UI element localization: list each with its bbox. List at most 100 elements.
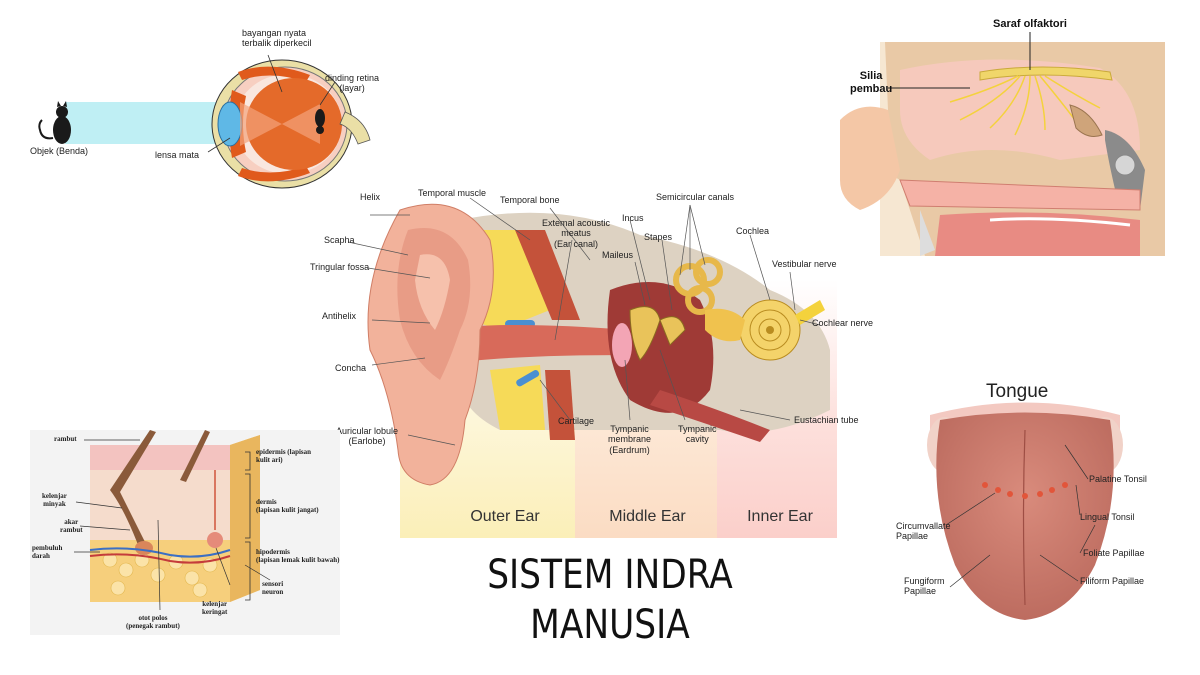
skin-illustration [30,430,340,635]
label-retina: dinding retina (layar) [325,73,379,94]
zone-outer-ear: Outer Ear [470,508,540,525]
inverted-image-icon [315,109,325,134]
label-kelenjar-keringat: kelenjar keringat [202,600,227,616]
label-dermis-line1: dermis [256,498,277,506]
zone-inner-ear: Inner Ear [747,508,813,525]
ear-illustration [347,197,837,538]
label-tympanic-membrane-line2: membrane [608,434,652,445]
page-title-line2: MANUSIA [530,602,690,648]
label-ear-canal: Extemal acoustic meatus (Ear canal) [542,218,610,249]
label-hipodermis-line2: (lapisan lemak kulit bawah) [256,556,340,565]
label-eustachian-tube: Eustachian tube [794,415,859,425]
label-kelenjar-minyak-line1: kelenjar [42,492,67,500]
label-vestibular-nerve: Vestibular nerve [772,259,837,269]
label-fungiform: Fungiform Papillae [904,576,945,597]
label-cilia-line1: Silia [859,70,883,82]
skin-diagram: rambut epidermis (lapisan kulit ari) kel… [30,430,340,635]
label-cochlear-nerve: Cochlear nerve [812,318,874,328]
label-image-line1: bayangan nyata [242,28,307,38]
label-tympanic-cavity-line1: Tympanic [678,424,717,434]
label-dermis: dermis (lapisan kulit jangat) [256,498,319,514]
label-object: Objek (Benda) [30,146,89,156]
label-ear-canal-line1: Extemal acoustic [542,218,611,228]
label-cilia-line2: pembau [850,82,893,95]
label-antihelix: Antihelix [322,311,357,321]
label-epidermis-line1: epidermis (lapisan [256,448,312,456]
label-sensori-neuron-line2: neuron [262,588,284,597]
tongue-diagram: Tongue Palatine Tonsil Lingual Tonsil Ci… [890,375,1160,640]
label-image-line2: terbalik diperkecil [242,38,312,49]
label-dermis-line2: (lapisan kulit jangat) [256,506,319,515]
label-stapes: Stapes [644,232,673,242]
label-kelenjar-keringat-line1: kelenjar [202,600,228,608]
nose-diagram: Saraf olfaktori Silia pembau [840,10,1170,260]
label-fungiform-line1: Fungiform [904,576,945,586]
label-ear-canal-line2: meatus [561,228,591,239]
ear-diagram: Helix Scapha Tringular fossa Antihelix C… [300,180,880,540]
label-tympanic-cavity: Tympanic cavity [678,424,717,445]
label-olfactory-nerve: Saraf olfaktori [993,18,1067,30]
label-triangular-fossa: Tringular fossa [310,262,370,272]
label-fungiform-line2: Papillae [904,586,937,597]
label-filiform-papillae: Filiform Papillae [1080,576,1145,586]
tongue-illustration [927,402,1123,620]
label-malleus: Maileus [602,250,634,260]
label-hipodermis-line1: hipodermis [256,548,290,556]
label-cilia: Silia pembau [850,70,892,95]
label-earlobe: Auricular lobule (Earlobe) [336,426,398,447]
label-earlobe-line2: (Earlobe) [348,436,386,447]
label-otot-polos-line2: (penegak rambut) [126,622,180,631]
label-ear-canal-line3: (Ear canal) [554,238,599,249]
label-retina-line1: dinding retina [325,73,380,83]
label-tympanic-membrane: Tympanic membrane (Eardrum) [608,424,651,455]
label-pembuluh-darah-line2: darah [32,552,50,561]
label-lingual-tonsil: Lingual Tonsil [1080,512,1135,522]
label-incus: Incus [622,213,644,223]
label-epidermis: epidermis (lapisan kulit ari) [256,448,311,464]
label-hipodermis: hipodermis (lapisan lemak kulit bawah) [256,548,339,564]
label-lens: lensa mata [155,150,200,160]
label-circumvallate-line1: Circumvallate [896,521,951,531]
label-kelenjar-minyak: kelenjar minyak [42,492,67,508]
label-otot-polos-line1: otot polos [138,614,168,622]
cat-icon [38,101,71,144]
label-concha: Concha [335,363,367,373]
label-pembuluh-darah-line1: pembuluh [32,544,63,552]
label-tympanic-membrane-line1: Tympanic [610,424,649,434]
label-image-type: bayangan nyata terbalik diperkecil [242,28,312,49]
label-circumvallate-line2: Papillae [896,531,929,542]
label-otot-polos: otot polos (penegak rambut) [126,614,180,630]
label-circumvallate: Circumvallate Papillae [896,521,951,542]
label-cartilage: Cartilage [558,416,595,426]
label-foliate-papillae: Foliate Papillae [1083,548,1145,558]
label-helix: Helix [360,192,381,202]
label-tympanic-cavity-line2: cavity [685,434,709,445]
tongue-title: Tongue [986,381,1049,402]
label-tympanic-membrane-line3: (Eardrum) [609,444,650,455]
eye-illustration [38,54,371,189]
label-epidermis-line2: kulit ari) [256,456,283,465]
label-pembuluh-darah: pembuluh darah [32,544,62,560]
label-akar-rambut-line2: rambut [60,526,83,535]
label-kelenjar-keringat-line2: keringat [202,608,228,617]
label-rambut: rambut [54,435,77,443]
label-temporal-bone: Temporal bone [500,195,560,205]
label-kelenjar-minyak-line2: minyak [43,500,66,509]
label-palatine-tonsil: Palatine Tonsil [1089,474,1147,484]
olfactory-nerve-strands [949,75,1101,136]
label-scapha: Scapha [324,235,355,245]
nose-illustration [840,32,1165,256]
label-temporal-muscle: Temporal muscle [418,188,487,198]
zone-middle-ear: Middle Ear [609,508,686,525]
label-akar-rambut: akar rambut [60,518,83,534]
label-cochlea: Cochlea [736,226,770,236]
page-title-line1: SISTEM INDRA [487,552,733,598]
label-retina-line2: (layar) [339,83,365,94]
eye-diagram: bayangan nyata terbalik diperkecil dindi… [20,20,390,195]
page-title: SISTEM INDRA MANUSIA [429,550,790,650]
label-sensori-neuron-line1: sensori [262,580,284,588]
label-sensori-neuron: sensori neuron [262,580,283,596]
label-semicircular-canals: Semicircular canals [656,192,735,202]
label-earlobe-line1: Auricular lobule [336,426,399,436]
label-akar-rambut-line1: akar [64,518,79,526]
